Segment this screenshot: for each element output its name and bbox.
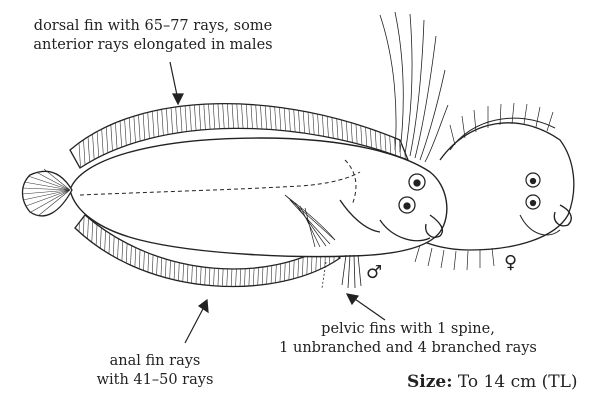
anal-arrowhead — [199, 300, 208, 312]
pelvic-fin-annotation: pelvic fins with 1 spine, 1 unbranched a… — [258, 320, 558, 358]
dorsal-annotation-line-1: dorsal fin with 65–77 rays, some — [8, 17, 298, 36]
pelvic-arrow — [352, 297, 385, 320]
female-symbol: ♀ — [504, 252, 517, 273]
size-label: Size: — [407, 372, 452, 392]
anal-annotation-line-1: anal fin rays — [80, 352, 230, 371]
pelvic-annotation-line-2: 1 unbranched and 4 branched rays — [258, 339, 558, 358]
anal-fin-annotation: anal fin rays with 41–50 rays — [80, 352, 230, 390]
male-symbol: ♂ — [366, 262, 382, 283]
anal-annotation-line-2: with 41–50 rays — [80, 371, 230, 390]
body-outline — [70, 138, 447, 257]
male-fish — [22, 12, 448, 300]
anal-arrow — [185, 305, 205, 343]
dorsal-arrowhead — [173, 94, 183, 104]
pelvic-arrowhead — [347, 294, 358, 304]
dorsal-fin-annotation: dorsal fin with 65–77 rays, some anterio… — [8, 17, 298, 55]
dorsal-annotation-line-2: anterior rays elongated in males — [8, 36, 298, 55]
size-caption: Size: To 14 cm (TL) — [407, 372, 578, 392]
pelvic-annotation-line-1: pelvic fins with 1 spine, — [258, 320, 558, 339]
size-value: To 14 cm (TL) — [452, 372, 577, 392]
